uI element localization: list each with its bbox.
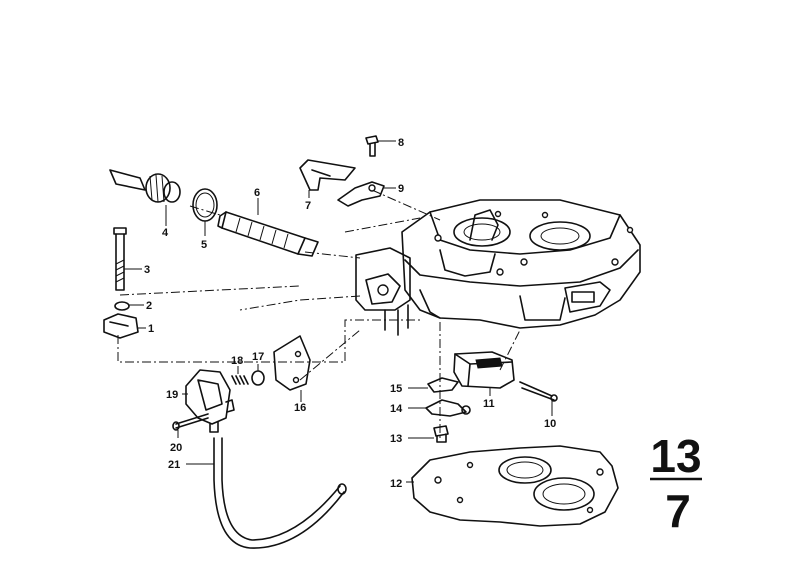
part-6-valve [217, 198, 319, 257]
callout-19: 19 [166, 389, 178, 401]
part-15-needle-valve [408, 377, 459, 393]
callout-6: 6 [254, 187, 260, 199]
part-21-hose [186, 437, 347, 549]
carburetor-body [355, 199, 641, 336]
callout-8: 8 [398, 137, 404, 149]
part-7-lever [299, 159, 356, 198]
callout-10: 10 [544, 418, 556, 430]
callout-14: 14 [390, 403, 403, 415]
part-18-spring [231, 366, 249, 385]
part-9-throttle-lever [337, 181, 396, 207]
assembly-lines [117, 189, 521, 440]
part-3-screw [113, 227, 142, 291]
callout-7: 7 [305, 200, 311, 212]
part-16-cover [273, 335, 311, 402]
group-sub-number: 7 [665, 485, 691, 537]
part-5-o-ring [192, 188, 218, 236]
group-number: 13 7 [650, 430, 702, 537]
callout-2: 2 [146, 300, 152, 312]
part-4-jet [109, 169, 181, 226]
part-13-screw [408, 425, 449, 443]
callout-16: 16 [294, 402, 306, 414]
callout-13: 13 [390, 433, 402, 445]
callout-labels: 1 2 3 4 5 6 7 8 9 10 11 12 13 14 15 16 1… [144, 137, 556, 490]
callout-17: 17 [252, 351, 264, 363]
part-2-washer [114, 301, 144, 311]
part-12-gasket [406, 445, 619, 527]
part-20-screw [172, 413, 209, 438]
part-8-screw [365, 135, 396, 157]
part-14-plate [408, 399, 471, 417]
part-19-pump-housing [182, 369, 235, 433]
callout-15: 15 [390, 383, 402, 395]
callout-9: 9 [398, 183, 404, 195]
callout-11: 11 [483, 398, 495, 410]
callout-20: 20 [170, 442, 182, 454]
callout-5: 5 [201, 239, 207, 251]
callout-4: 4 [162, 227, 169, 239]
group-main-number: 13 [650, 430, 701, 482]
part-11-float [453, 351, 515, 396]
callout-21: 21 [168, 459, 180, 471]
callout-18: 18 [231, 355, 243, 367]
callout-1: 1 [148, 323, 154, 335]
callout-3: 3 [144, 264, 150, 276]
callout-12: 12 [390, 478, 402, 490]
part-10-pin [519, 381, 558, 416]
part-1-clamp [103, 313, 146, 339]
part-17-ring [251, 364, 265, 386]
